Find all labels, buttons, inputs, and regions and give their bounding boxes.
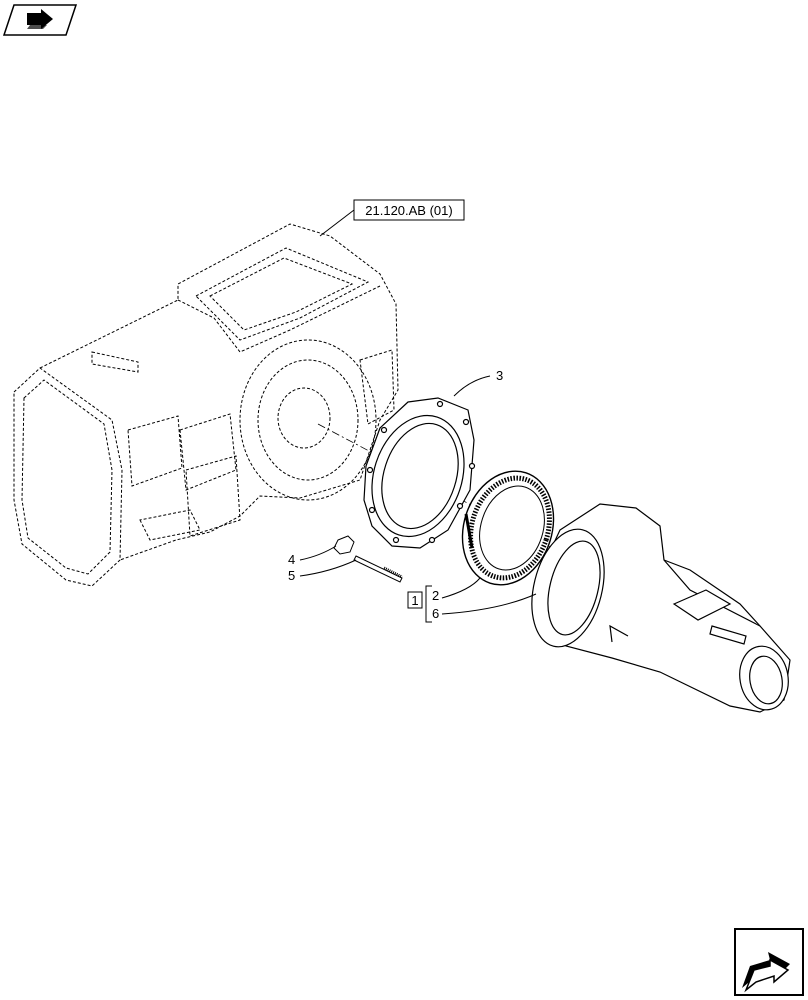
reference-label-box — [353, 199, 465, 221]
reference-label: 21.120.AB (01) — [365, 203, 452, 218]
transmission-housing — [13, 223, 399, 587]
callout-5: 5 — [288, 568, 295, 583]
flange-plate-part — [363, 397, 476, 549]
previous-section-arrow-icon — [27, 9, 53, 29]
axle-housing-part — [531, 503, 791, 713]
next-section-arrow-icon — [742, 952, 790, 993]
callout-1: 1 — [411, 593, 418, 608]
callout-4: 4 — [288, 552, 295, 567]
callout-1-box — [407, 591, 423, 609]
next-section-button[interactable] — [734, 928, 804, 996]
callout-3: 3 — [496, 368, 503, 383]
callout-2: 2 — [432, 588, 439, 603]
previous-section-button[interactable] — [3, 4, 77, 36]
leader-lines — [299, 209, 537, 623]
ring-gear-part — [461, 470, 555, 586]
callout-6: 6 — [432, 606, 439, 621]
bolt-and-stud-parts — [333, 535, 403, 583]
